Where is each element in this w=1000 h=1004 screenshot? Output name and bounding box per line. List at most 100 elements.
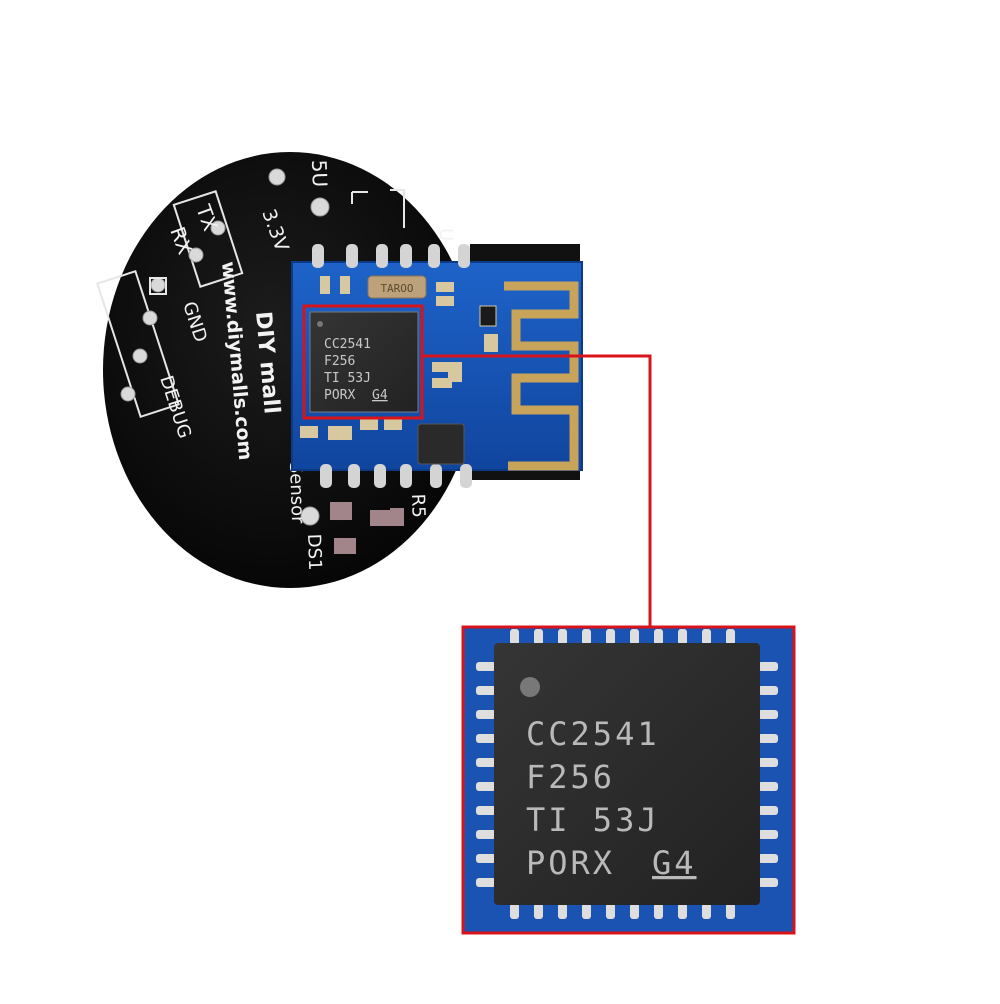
qfn-pin bbox=[758, 710, 778, 719]
qfn-pin bbox=[582, 903, 591, 919]
highlight-box bbox=[302, 304, 424, 420]
pin-hole bbox=[300, 506, 320, 526]
callout-line bbox=[422, 354, 652, 626]
qfn-pin bbox=[534, 903, 543, 919]
label-u: U bbox=[435, 228, 456, 241]
inset-border bbox=[461, 625, 796, 935]
crystal-oscillator bbox=[367, 275, 427, 299]
chip-suffix-zoomed: G4 bbox=[652, 844, 697, 882]
zoom-callout bbox=[302, 304, 652, 626]
qfn-pin bbox=[702, 629, 711, 645]
chip-line-2-zoomed: F256 bbox=[526, 758, 615, 796]
qfn-pin bbox=[582, 629, 591, 645]
qfn-pin bbox=[630, 629, 639, 645]
qfn-pin bbox=[726, 903, 735, 919]
qfn-pin bbox=[510, 629, 519, 645]
capacitor bbox=[432, 378, 452, 388]
capacitor bbox=[436, 296, 454, 306]
chip-line-3-zoomed: TI 53J bbox=[526, 801, 660, 839]
qfn-pin bbox=[654, 903, 663, 919]
qfn-pin bbox=[702, 903, 711, 919]
qfn-pin bbox=[726, 629, 735, 645]
qfn-pin bbox=[476, 758, 496, 767]
qfn-pin bbox=[758, 758, 778, 767]
castellated-pad bbox=[400, 244, 412, 268]
castellated-pad bbox=[428, 244, 440, 268]
castellated-pad bbox=[430, 464, 442, 488]
castellated-pad bbox=[348, 464, 360, 488]
debug-header-outline bbox=[96, 269, 180, 419]
smd-pad bbox=[334, 538, 356, 554]
capacitor bbox=[484, 334, 498, 352]
castellated-pad bbox=[400, 464, 412, 488]
pin-hole bbox=[150, 277, 166, 293]
header-pin-holes bbox=[120, 168, 330, 526]
castellated-pad bbox=[376, 244, 388, 268]
label-ds1: DS1 bbox=[303, 533, 325, 570]
qfn-pin bbox=[534, 629, 543, 645]
qfn-pin bbox=[558, 629, 567, 645]
pin-hole bbox=[120, 386, 136, 402]
qfn-pin bbox=[476, 662, 496, 671]
label-r5: R5 bbox=[407, 493, 429, 518]
smd-pad bbox=[330, 502, 352, 520]
qfn-pin bbox=[606, 903, 615, 919]
qfn-pin bbox=[510, 903, 519, 919]
pin-hole bbox=[188, 247, 204, 263]
qfn-pin bbox=[476, 710, 496, 719]
smd-pad bbox=[390, 508, 404, 526]
qfn-pin bbox=[558, 903, 567, 919]
pin-hole bbox=[268, 168, 286, 186]
castellated-pad bbox=[312, 244, 324, 268]
uart-header-outline bbox=[172, 190, 244, 288]
castellated-pad bbox=[374, 464, 386, 488]
pin1-dot-zoomed bbox=[520, 677, 540, 697]
qfn-pin bbox=[476, 686, 496, 695]
qfn-pin bbox=[476, 830, 496, 839]
module-top-pads bbox=[312, 244, 470, 268]
pin-hole bbox=[142, 310, 158, 326]
qfn-pin bbox=[476, 854, 496, 863]
qfn-pin bbox=[758, 830, 778, 839]
qfn-pin bbox=[678, 903, 687, 919]
smd-pad bbox=[370, 510, 390, 526]
chip-zoom-inset: CC2541 F256 TI 53J PORX G4 bbox=[461, 625, 796, 935]
capacitor bbox=[300, 426, 318, 438]
qfn-pin bbox=[476, 734, 496, 743]
label-5v: 5U bbox=[307, 159, 332, 187]
qfn-pin bbox=[476, 806, 496, 815]
cc2541-chip-small bbox=[309, 311, 419, 413]
qfn-pin bbox=[758, 854, 778, 863]
label-sensor: Sensor bbox=[285, 461, 308, 524]
castellated-pad bbox=[460, 464, 472, 488]
crystal-marking: TAROO bbox=[380, 282, 413, 295]
bottom-smd-pads bbox=[330, 502, 404, 554]
qfn-pin bbox=[654, 629, 663, 645]
qfn-pin bbox=[758, 734, 778, 743]
zoom-chip-pins bbox=[476, 629, 778, 919]
qfn-pin bbox=[606, 629, 615, 645]
qfn-pin bbox=[758, 686, 778, 695]
capacitor bbox=[328, 426, 352, 440]
passive-components bbox=[300, 276, 498, 440]
castellated-pad bbox=[346, 244, 358, 268]
secondary-ic bbox=[417, 423, 465, 465]
silk-outline bbox=[351, 189, 405, 228]
ble-module: TAROO CC2541 F256 TI 53J PORX G4 bbox=[291, 244, 583, 488]
capacitor bbox=[340, 276, 350, 294]
qfn-pin bbox=[476, 878, 496, 887]
qfn-pin bbox=[758, 878, 778, 887]
chip-line-1-small: CC2541 bbox=[324, 337, 371, 352]
pin1-dot-small bbox=[317, 321, 323, 327]
castellated-pad bbox=[320, 464, 332, 488]
capacitor bbox=[384, 418, 402, 430]
pin-hole bbox=[132, 348, 148, 364]
chip-suffix-small: G4 bbox=[372, 388, 388, 403]
capacitor bbox=[448, 362, 462, 382]
module-bottom-pads bbox=[320, 464, 472, 488]
castellated-pad bbox=[458, 244, 470, 268]
cc2541-chip-zoomed bbox=[494, 643, 760, 905]
capacitor bbox=[320, 276, 330, 294]
